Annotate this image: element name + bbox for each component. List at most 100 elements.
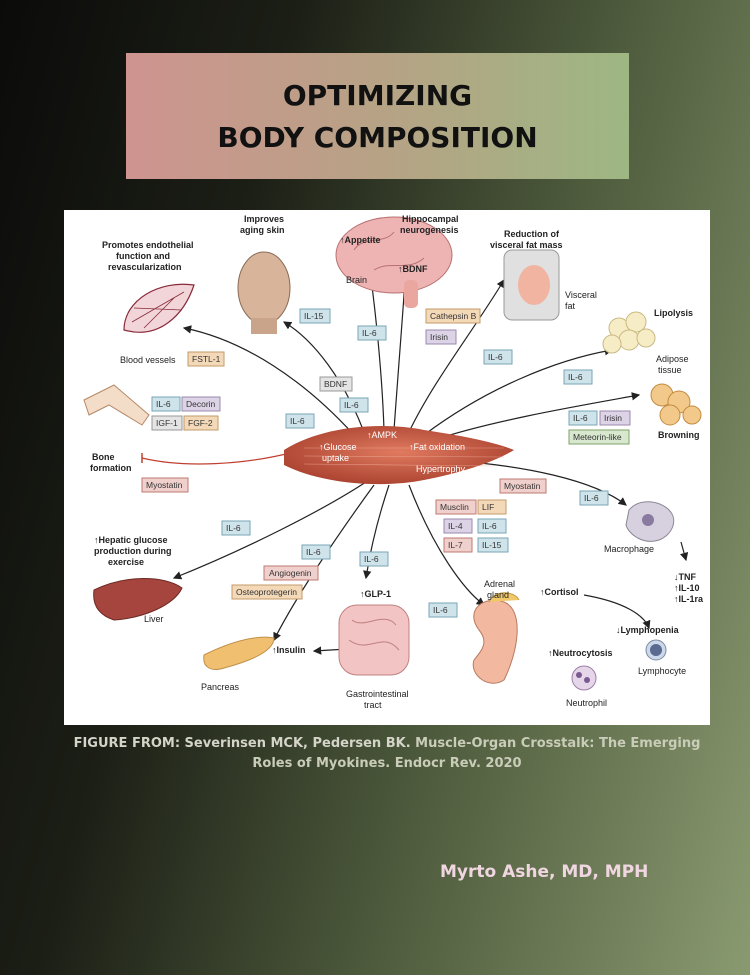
macrophage-label: Macrophage [604, 544, 654, 554]
liver-label: Liver [144, 614, 164, 624]
box-il6-macro: IL-6 [579, 490, 609, 506]
svg-text:Cathepsin B: Cathepsin B [430, 311, 477, 321]
svg-text:IL-6: IL-6 [488, 352, 503, 362]
neutrocytosis-label: ↑Neutrocytosis [548, 648, 613, 658]
arrows [172, 230, 689, 655]
hypertrophy-label: Hypertrophy [416, 464, 466, 474]
svg-text:IL-6: IL-6 [482, 521, 497, 531]
box-angiogenin: Angiogenin [263, 565, 319, 581]
bdnf-brain-label: ↑BDNF [398, 264, 428, 274]
svg-text:IL-6: IL-6 [306, 547, 321, 557]
svg-text:tract: tract [364, 700, 382, 710]
box-il6-brain: IL-6 [357, 325, 387, 341]
svg-text:Musclin: Musclin [440, 502, 469, 512]
svg-text:↑IL-10: ↑IL-10 [674, 583, 700, 593]
svg-text:Gastrointestinal: Gastrointestinal [346, 689, 409, 699]
svg-text:Myostatin: Myostatin [146, 480, 183, 490]
title-line-1: OPTIMIZING [282, 79, 473, 112]
svg-text:IL-7: IL-7 [448, 540, 463, 550]
svg-text:Angiogenin: Angiogenin [269, 568, 312, 578]
lymphopenia-label: ↓Lymphopenia [616, 625, 680, 635]
title-banner: OPTIMIZING BODY COMPOSITION [126, 53, 629, 179]
svg-text:Osteoprotegerin: Osteoprotegerin [236, 587, 297, 597]
box-meteorin: Meteorin-like [568, 429, 630, 445]
box-il15-hyp: IL-15 [477, 537, 509, 553]
myokine-boxes: IL-15 IL-6 Cathepsin B Irisin IL-6 IL-6 … [141, 308, 631, 618]
pancreas-icon [203, 636, 275, 670]
svg-text:IL-6: IL-6 [584, 493, 599, 503]
box-osteoprotegerin: Osteoprotegerin [231, 584, 303, 600]
box-il6-ampk: IL-6 [339, 397, 369, 413]
figure-caption: FIGURE FROM: Severinsen MCK, Pedersen BK… [64, 734, 710, 774]
box-il6-glucose: IL-6 [285, 413, 315, 429]
caption-rest: Muscle-Organ Crosstalk: The Emerging Rol… [252, 736, 701, 771]
svg-text:IL-4: IL-4 [448, 521, 463, 531]
svg-text:Myostatin: Myostatin [504, 481, 541, 491]
box-il6-liver: IL-6 [221, 520, 251, 536]
blood-vessels-label: Blood vessels [120, 355, 176, 365]
svg-text:neurogenesis: neurogenesis [400, 225, 459, 235]
box-il6-visceral: IL-6 [483, 349, 513, 365]
box-lif: LIF [477, 499, 507, 515]
face-icon [237, 251, 291, 334]
box-musclin: Musclin [435, 499, 477, 515]
svg-text:tissue: tissue [658, 365, 682, 375]
box-igf1: IGF-1 [151, 415, 183, 431]
svg-text:IL-6: IL-6 [362, 328, 377, 338]
svg-text:IL-6: IL-6 [226, 523, 241, 533]
box-fstl1: FSTL-1 [187, 351, 225, 367]
box-myostatin-hyp: Myostatin [499, 478, 547, 494]
svg-text:production during: production during [94, 546, 171, 556]
svg-text:Meteorin-like: Meteorin-like [573, 432, 622, 442]
svg-text:uptake: uptake [322, 453, 349, 463]
brain-icon [335, 216, 453, 308]
bone-icon [83, 384, 150, 426]
box-fgf2: FGF-2 [183, 415, 219, 431]
svg-text:FSTL-1: FSTL-1 [192, 354, 221, 364]
svg-text:IGF-1: IGF-1 [156, 418, 178, 428]
svg-text:exercise: exercise [108, 557, 144, 567]
blood-vessels-icon [123, 283, 195, 333]
visceral-fat-icon [503, 249, 560, 321]
lymphocyte-icon [645, 639, 667, 661]
svg-text:Improves: Improves [244, 214, 284, 224]
svg-text:FGF-2: FGF-2 [188, 418, 213, 428]
box-il6-brown: IL-6 [568, 410, 598, 426]
brain-label: Brain [346, 275, 367, 285]
box-il15-skin: IL-15 [299, 308, 331, 324]
svg-text:↑Hepatic glucose: ↑Hepatic glucose [94, 535, 168, 545]
box-il6-adrenal: IL-6 [428, 602, 458, 618]
inhibition-line [141, 451, 295, 465]
muscle-shape [284, 426, 514, 485]
svg-text:gland: gland [487, 590, 509, 600]
box-cathepsin: Cathepsin B [425, 308, 481, 324]
fat-oxidation-label: ↑Fat oxidation [409, 442, 465, 452]
svg-text:function and: function and [116, 251, 170, 261]
svg-text:IL-6: IL-6 [573, 413, 588, 423]
svg-text:Irisin: Irisin [604, 413, 622, 423]
svg-text:Bone: Bone [92, 452, 115, 462]
svg-text:Adipose: Adipose [656, 354, 689, 364]
cortisol-label: ↑Cortisol [540, 587, 579, 597]
svg-text:BDNF: BDNF [324, 379, 347, 389]
svg-text:IL-15: IL-15 [482, 540, 502, 550]
caption-lead: FIGURE FROM: Severinsen MCK, Pedersen BK… [73, 736, 411, 751]
svg-text:IL-6: IL-6 [156, 399, 171, 409]
intestine-icon [338, 604, 410, 676]
box-irisin-brain: Irisin [425, 329, 457, 345]
liver-icon [93, 578, 183, 621]
box-bdnf-muscle: BDNF [319, 376, 353, 392]
brown-adipose-icon [650, 383, 702, 426]
box-il6-panc: IL-6 [301, 544, 331, 560]
svg-text:formation: formation [90, 463, 132, 473]
insulin-label: ↑Insulin [272, 645, 306, 655]
lymphocyte-label: Lymphocyte [638, 666, 686, 676]
lipolysis-label: Lipolysis [654, 308, 693, 318]
diagram-svg: Improves aging skin Hippocampal neurogen… [83, 214, 704, 710]
svg-text:visceral fat mass: visceral fat mass [490, 240, 563, 250]
box-myostatin-bone: Myostatin [141, 477, 189, 493]
ampk-label: ↑AMPK [367, 430, 397, 440]
box-il6-bone: IL-6 [151, 396, 181, 412]
neutrophil-icon [571, 665, 597, 691]
svg-text:IL-6: IL-6 [568, 372, 583, 382]
